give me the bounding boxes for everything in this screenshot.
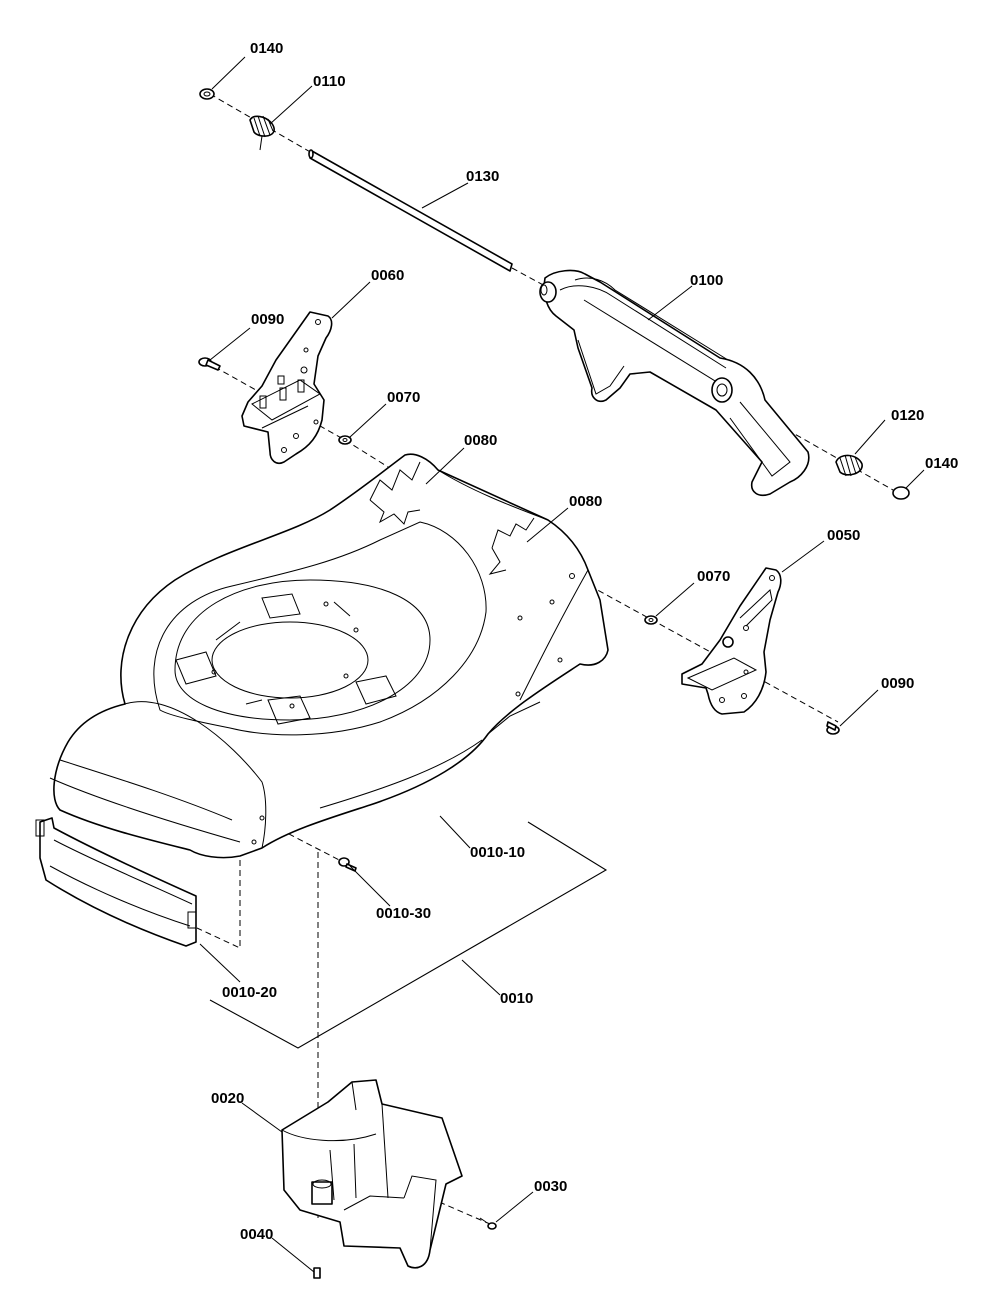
leader-lines [199, 56, 925, 1273]
label-0130: 0130 [466, 168, 499, 185]
label-0040: 0040 [240, 1226, 273, 1243]
mulch-plug-0020 [281, 1079, 463, 1269]
label-0030: 0030 [534, 1178, 567, 1195]
label-0020: 0020 [211, 1090, 244, 1107]
washer-0070-right [644, 615, 658, 625]
label-0090-left: 0090 [251, 311, 284, 328]
mower-deck-0010-10 [49, 453, 609, 859]
label-0100: 0100 [690, 272, 723, 289]
label-0090-right: 0090 [881, 675, 914, 692]
label-0010-20: 0010-20 [222, 984, 277, 1001]
rear-flap-0010-20 [35, 817, 197, 947]
label-0010: 0010 [500, 990, 533, 1007]
part-labels: 0140 0110 0130 0060 0100 0090 0070 0080 … [211, 40, 958, 1243]
spring-0120 [835, 454, 863, 477]
screw-0010-30 [338, 857, 357, 872]
washer-0070-left [338, 435, 352, 445]
height-plate-0050 [681, 567, 782, 715]
bolt-0090-right [826, 721, 840, 735]
label-0140-right: 0140 [925, 455, 958, 472]
label-0070-right: 0070 [697, 568, 730, 585]
label-0070-left: 0070 [387, 389, 420, 406]
cap-0140-top [199, 88, 215, 100]
label-0120: 0120 [891, 407, 924, 424]
assembly-bracket-0010 [209, 821, 608, 1049]
spring-0110 [249, 115, 275, 151]
label-0010-10: 0010-10 [470, 844, 525, 861]
cap-0140-right [892, 486, 910, 500]
height-plate-0060 [241, 311, 333, 465]
label-0140-top: 0140 [250, 40, 283, 57]
handle-bracket-0100 [539, 269, 810, 497]
label-0110: 0110 [313, 73, 346, 90]
label-0080-top: 0080 [464, 432, 497, 449]
label-0080-mid: 0080 [569, 493, 602, 510]
shaft-0130 [308, 149, 513, 272]
label-0010-30: 0010-30 [376, 905, 431, 922]
bolt-0090-left [198, 357, 221, 371]
pin-0040 [313, 1267, 321, 1279]
screw-0030 [479, 1217, 497, 1230]
label-0060: 0060 [371, 267, 404, 284]
label-0050: 0050 [827, 527, 860, 544]
